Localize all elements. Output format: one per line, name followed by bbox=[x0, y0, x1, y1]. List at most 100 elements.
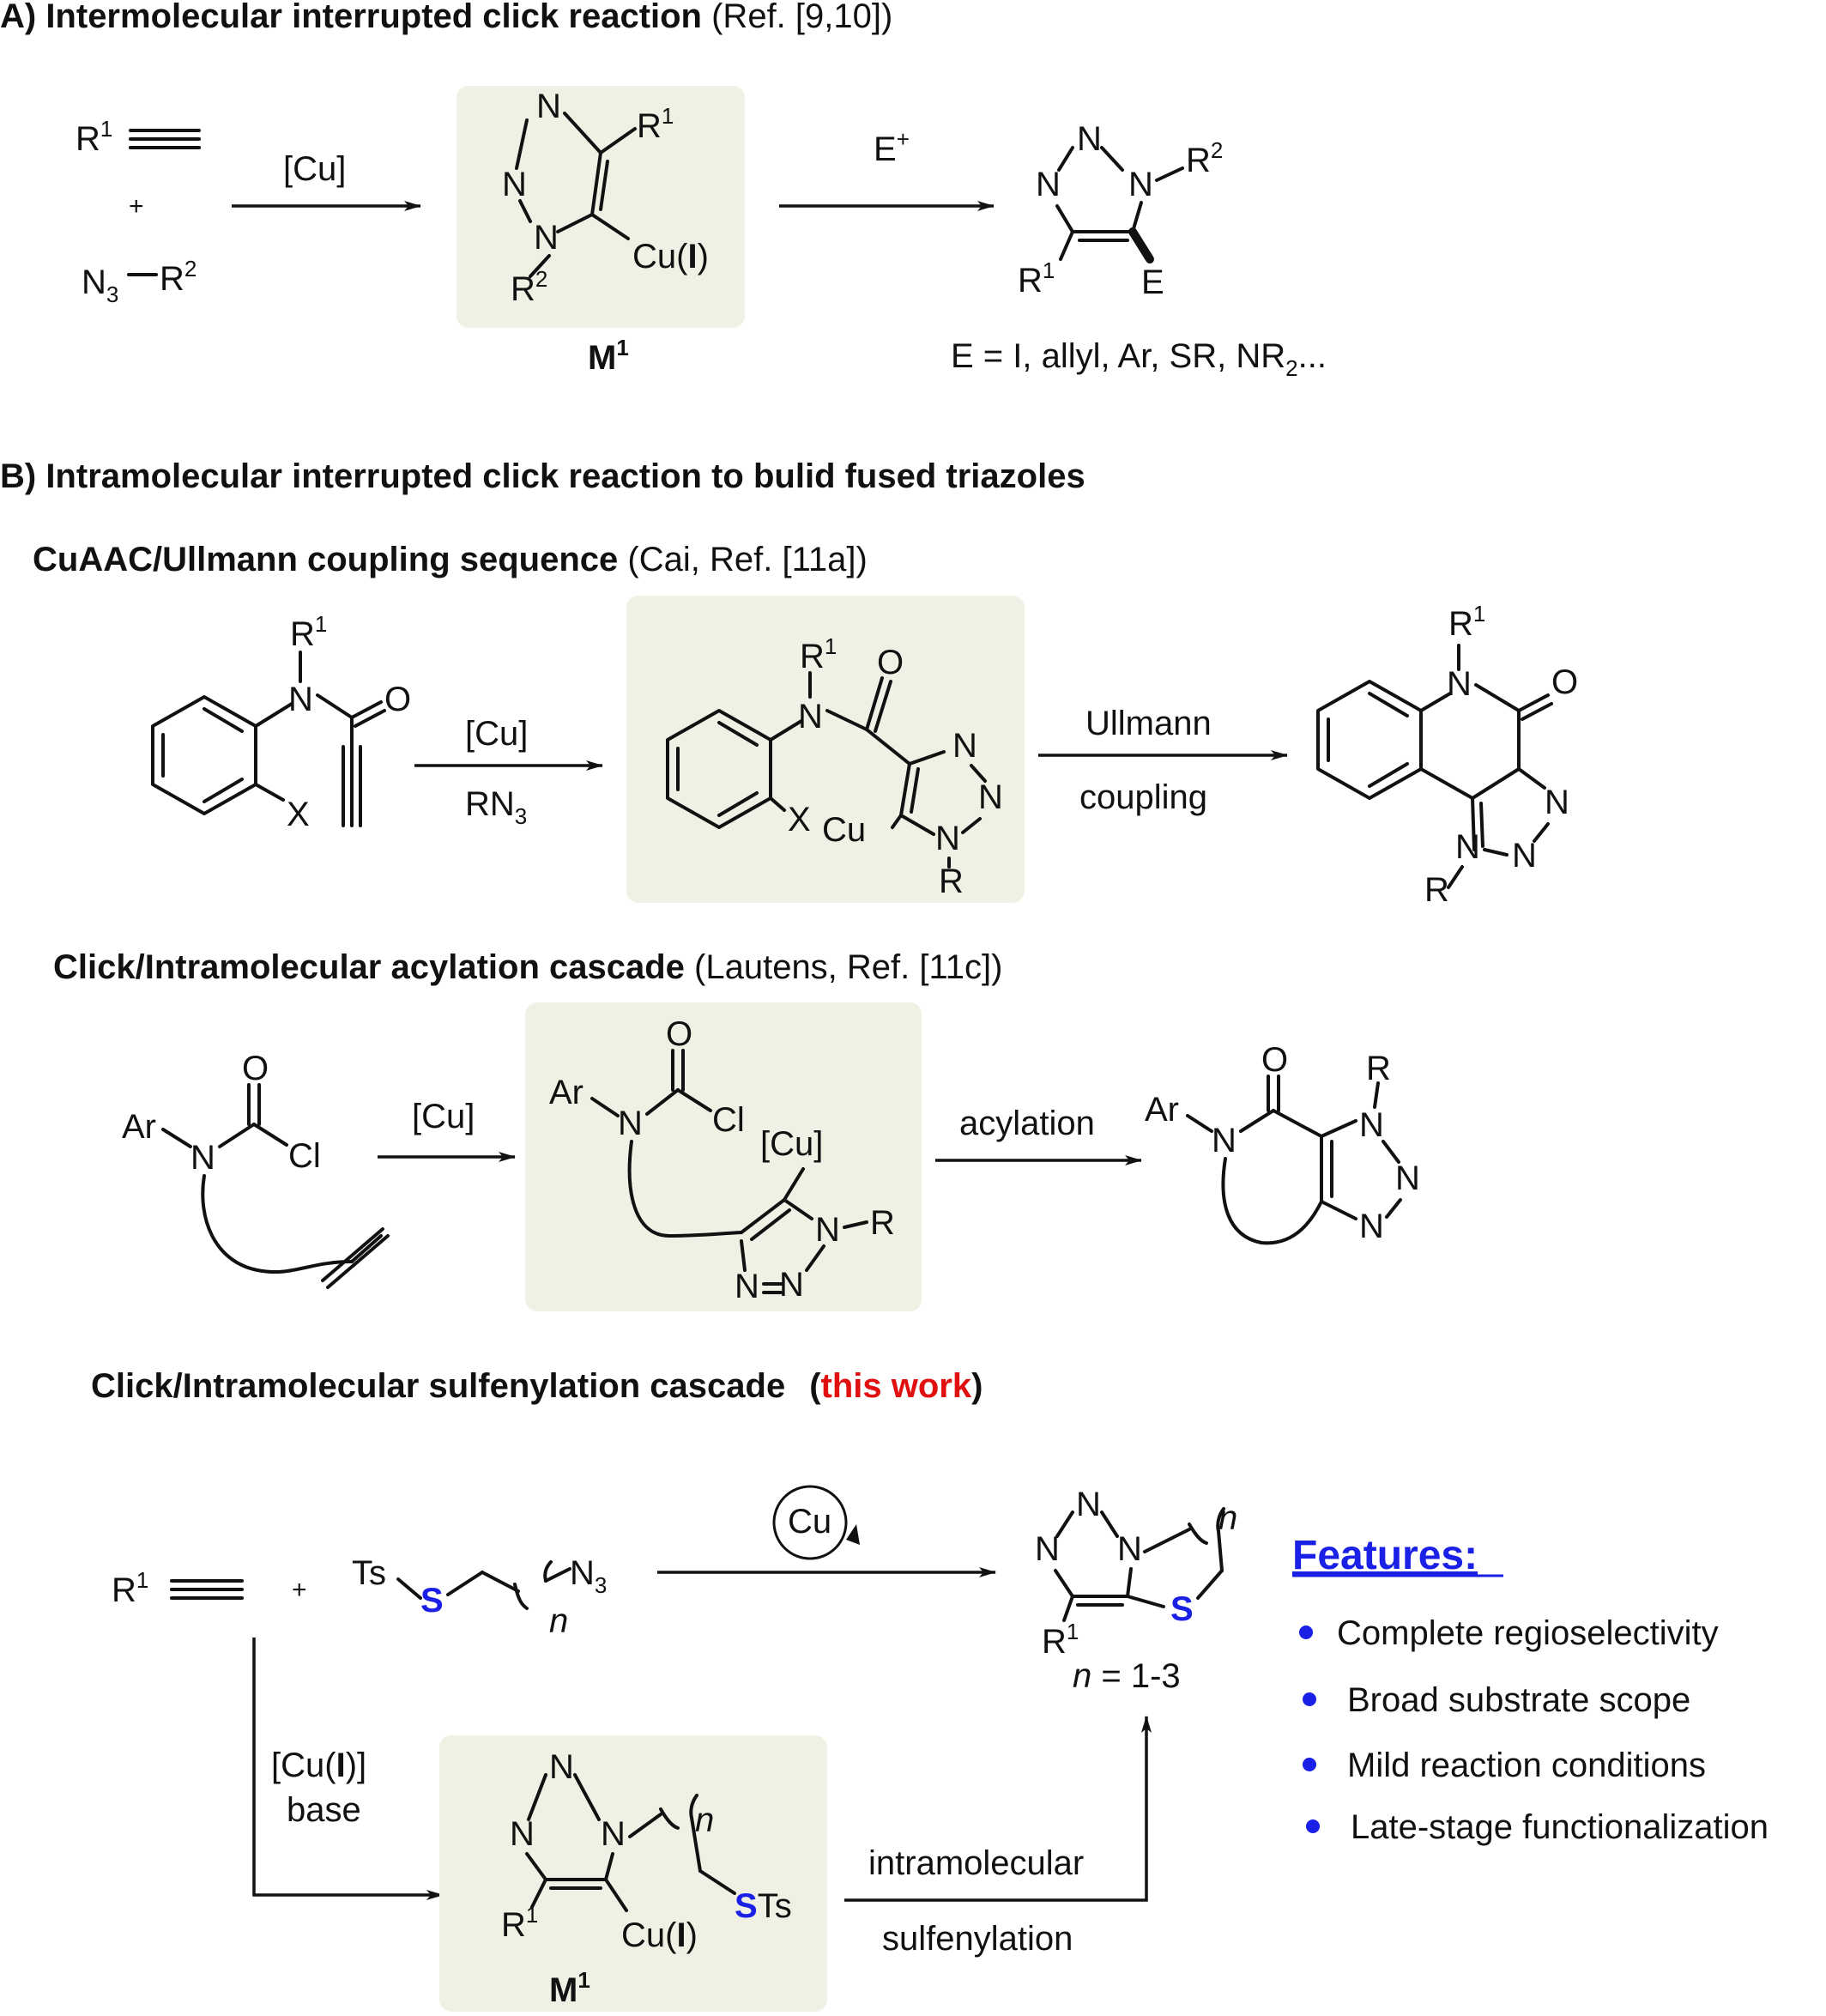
svg-text:Ar: Ar bbox=[1145, 1091, 1179, 1129]
azide-reagent: N3 R2 bbox=[82, 256, 197, 307]
svg-text:R: R bbox=[1366, 1050, 1391, 1087]
copper-triazole-intermediate-acylation: Ar N O Cl [Cu] N R N N bbox=[549, 1015, 895, 1305]
fused-triazoloquinolinone-product: N R1 O N N N R bbox=[1316, 601, 1578, 909]
svg-text:N: N bbox=[978, 778, 1003, 816]
svg-text:N: N bbox=[1128, 166, 1153, 203]
svg-text:N: N bbox=[935, 820, 960, 857]
arrow-label-acylation: acylation bbox=[959, 1105, 1095, 1142]
subsection-ullmann-header: CuAAC/Ullmann coupling sequence (Cai, Re… bbox=[33, 541, 868, 578]
svg-text:[Cu]: [Cu] bbox=[760, 1125, 823, 1163]
arrow-label-azide: RN3 bbox=[465, 785, 527, 829]
pathway-base-label: base bbox=[287, 1791, 361, 1829]
arrow-label-intramolecular: intramolecular bbox=[868, 1844, 1084, 1882]
feature-item: Broad substrate scope bbox=[1347, 1681, 1690, 1719]
plus-sign: + bbox=[292, 1576, 307, 1604]
arrow-label-cu: [Cu] bbox=[283, 150, 346, 188]
svg-text:R1: R1 bbox=[1448, 601, 1485, 643]
svg-text:R2: R2 bbox=[1186, 137, 1223, 179]
svg-text:N: N bbox=[798, 698, 823, 736]
electrophile-scope: E = I, allyl, Ar, SR, NR2... bbox=[951, 337, 1327, 381]
svg-text:Ar: Ar bbox=[122, 1108, 156, 1146]
svg-text:Ts: Ts bbox=[352, 1554, 386, 1592]
plus-sign: + bbox=[129, 192, 144, 221]
svg-text:N: N bbox=[601, 1815, 626, 1853]
svg-text:Cu(I): Cu(I) bbox=[621, 1916, 698, 1954]
features-panel: Features: Complete regioselectivity Broa… bbox=[1292, 1533, 1769, 1846]
intermediate-label-m1: M1 bbox=[588, 335, 629, 377]
triazole-cu-intermediate: N N N R1 Cu(I) R2 bbox=[502, 88, 709, 308]
svg-text:N: N bbox=[536, 88, 561, 125]
svg-text:N3: N3 bbox=[570, 1554, 607, 1598]
svg-text:Cu: Cu bbox=[788, 1503, 831, 1541]
features-heading: Features: bbox=[1292, 1533, 1478, 1578]
ring-size-range: n = 1-3 bbox=[1073, 1657, 1181, 1695]
svg-text:Cu: Cu bbox=[822, 811, 866, 849]
svg-text:R2: R2 bbox=[160, 256, 197, 298]
svg-text:n: n bbox=[695, 1801, 714, 1839]
svg-text:N: N bbox=[1076, 1486, 1101, 1523]
arrow-label-electrophile: E+ bbox=[874, 126, 910, 168]
svg-text:O: O bbox=[1261, 1041, 1288, 1079]
svg-text:X: X bbox=[287, 796, 310, 833]
feature-item: Complete regioselectivity bbox=[1337, 1614, 1719, 1652]
svg-text:R1: R1 bbox=[1042, 1619, 1079, 1661]
svg-text:O: O bbox=[384, 681, 411, 718]
svg-text:R: R bbox=[1424, 871, 1449, 909]
svg-text:N: N bbox=[779, 1266, 804, 1304]
svg-text:S: S bbox=[420, 1582, 444, 1619]
svg-text:N3: N3 bbox=[82, 263, 118, 307]
svg-text:N: N bbox=[952, 727, 977, 765]
subsection-acylation-header: Click/Intramolecular acylation cascade (… bbox=[53, 948, 1002, 986]
feature-item: Mild reaction conditions bbox=[1347, 1747, 1706, 1784]
feature-item: Late-stage functionalization bbox=[1351, 1808, 1769, 1846]
svg-text:O: O bbox=[242, 1050, 269, 1087]
arrow-label-sulfenylation: sulfenylation bbox=[882, 1920, 1073, 1958]
svg-text:R1: R1 bbox=[112, 1567, 148, 1609]
pathway-catalyst-label: [Cu(I)] bbox=[271, 1747, 366, 1784]
svg-text:N: N bbox=[502, 166, 527, 203]
svg-text:N: N bbox=[288, 681, 313, 718]
svg-text:N: N bbox=[549, 1748, 574, 1786]
svg-text:N: N bbox=[1212, 1122, 1236, 1159]
svg-text:O: O bbox=[877, 644, 904, 681]
stepwise-pathway-arrow bbox=[252, 1638, 444, 1900]
section-b-header: B) Intramolecular interrupted click reac… bbox=[0, 457, 1085, 495]
svg-text:N: N bbox=[1359, 1208, 1384, 1245]
svg-text:N: N bbox=[1545, 784, 1569, 821]
product-triazole: N N N R2 R1 E bbox=[1018, 120, 1223, 301]
fused-triazole-lactam-product: Ar N O N R N N bbox=[1145, 1041, 1420, 1245]
svg-text:N: N bbox=[618, 1105, 643, 1142]
subsection-sulfenylation-header: Click/Intramolecular sulfenylation casca… bbox=[91, 1367, 983, 1405]
svg-text:N: N bbox=[1077, 120, 1102, 158]
svg-text:N: N bbox=[1117, 1530, 1142, 1568]
svg-text:X: X bbox=[788, 801, 811, 838]
svg-text:O: O bbox=[666, 1015, 692, 1053]
svg-text:N: N bbox=[1395, 1159, 1420, 1197]
section-a-header: A) Intermolecular interrupted click reac… bbox=[0, 0, 892, 35]
svg-text:N: N bbox=[1447, 665, 1472, 703]
cyclization-arrow bbox=[844, 1716, 1152, 1902]
copper-triazole-intermediate-ullmann: N R1 O N N N R X Cu bbox=[666, 633, 1003, 900]
feature-bullet bbox=[1303, 1758, 1316, 1771]
terminal-alkyne: R1 bbox=[112, 1567, 244, 1609]
svg-text:N: N bbox=[1036, 166, 1061, 203]
svg-text:N: N bbox=[1512, 837, 1537, 875]
svg-text:N: N bbox=[534, 219, 559, 257]
intermediate-m1-box-sulfenylation bbox=[439, 1735, 827, 2012]
svg-text:R1: R1 bbox=[637, 103, 674, 145]
svg-text:N: N bbox=[1359, 1106, 1384, 1144]
svg-text:R1: R1 bbox=[501, 1902, 538, 1944]
svg-text:N: N bbox=[1455, 828, 1480, 866]
alkyne-reagent: R1 bbox=[76, 116, 201, 158]
fused-triazolothiazine-product: N N N R1 S n bbox=[1035, 1486, 1237, 1661]
svg-text:N: N bbox=[815, 1211, 840, 1249]
svg-text:Cl: Cl bbox=[712, 1101, 745, 1139]
svg-text:R1: R1 bbox=[76, 116, 112, 158]
svg-text:n: n bbox=[1218, 1499, 1237, 1537]
intermediate-label-m1: M1 bbox=[549, 1967, 590, 2009]
svg-text:O: O bbox=[1551, 663, 1578, 701]
intermediate-box-ullmann bbox=[626, 596, 1025, 903]
feature-bullet bbox=[1303, 1692, 1316, 1706]
ynamide-substrate: N X R1 O bbox=[151, 611, 411, 833]
